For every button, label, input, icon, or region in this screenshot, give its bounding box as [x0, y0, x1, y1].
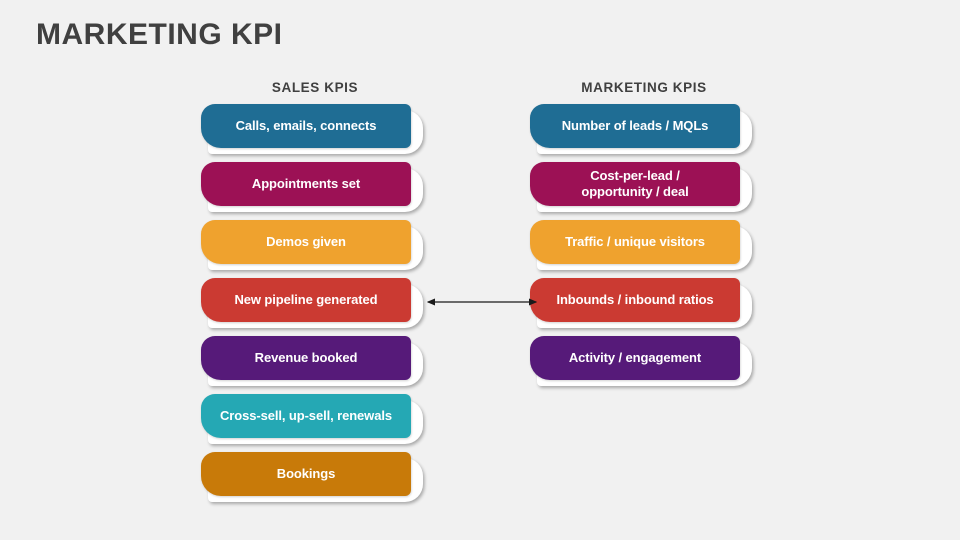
kpi-item[interactable]: Cost-per-lead / opportunity / deal: [530, 162, 752, 212]
kpi-row: Cross-sell, up-sell, renewals: [201, 394, 429, 452]
kpi-item[interactable]: Bookings: [201, 452, 423, 502]
kpi-label: Cost-per-lead / opportunity / deal: [581, 168, 689, 199]
kpi-label: Calls, emails, connects: [235, 118, 377, 133]
kpi-label: Number of leads / MQLs: [561, 118, 709, 133]
kpi-color-band: Revenue booked: [201, 336, 411, 380]
kpi-color-band: Activity / engagement: [530, 336, 740, 380]
kpi-label: Activity / engagement: [568, 350, 702, 365]
kpi-color-band: Cost-per-lead / opportunity / deal: [530, 162, 740, 206]
kpi-color-band: Inbounds / inbound ratios: [530, 278, 740, 322]
kpi-row: Cost-per-lead / opportunity / deal: [530, 162, 758, 220]
kpi-item[interactable]: Cross-sell, up-sell, renewals: [201, 394, 423, 444]
kpi-color-band: Calls, emails, connects: [201, 104, 411, 148]
kpi-row: Activity / engagement: [530, 336, 758, 394]
kpi-color-band: Appointments set: [201, 162, 411, 206]
kpi-item[interactable]: Inbounds / inbound ratios: [530, 278, 752, 328]
kpi-row: Demos given: [201, 220, 429, 278]
column-header-sales: SALES KPIS: [271, 80, 359, 95]
kpi-item[interactable]: Traffic / unique visitors: [530, 220, 752, 270]
column-header-marketing: MARKETING KPIS: [581, 80, 707, 95]
kpi-item[interactable]: Number of leads / MQLs: [530, 104, 752, 154]
kpi-label: Traffic / unique visitors: [565, 234, 705, 249]
kpi-row: Revenue booked: [201, 336, 429, 394]
kpi-row: Calls, emails, connects: [201, 104, 429, 162]
kpi-label: Revenue booked: [254, 350, 358, 365]
kpi-row: Appointments set: [201, 162, 429, 220]
kpi-item[interactable]: Activity / engagement: [530, 336, 752, 386]
kpi-color-band: New pipeline generated: [201, 278, 411, 322]
kpi-row: New pipeline generated: [201, 278, 429, 336]
kpi-color-band: Cross-sell, up-sell, renewals: [201, 394, 411, 438]
kpi-item[interactable]: Demos given: [201, 220, 423, 270]
kpi-label: Appointments set: [251, 176, 361, 191]
kpi-item[interactable]: Revenue booked: [201, 336, 423, 386]
kpi-label: Inbounds / inbound ratios: [556, 292, 714, 307]
kpi-item[interactable]: Calls, emails, connects: [201, 104, 423, 154]
kpi-label: Cross-sell, up-sell, renewals: [220, 408, 392, 423]
kpi-row: Bookings: [201, 452, 429, 510]
kpi-item[interactable]: Appointments set: [201, 162, 423, 212]
kpi-color-band: Number of leads / MQLs: [530, 104, 740, 148]
kpi-label: Demos given: [266, 234, 346, 249]
double-headed-arrow-icon: [426, 298, 538, 306]
kpi-color-band: Demos given: [201, 220, 411, 264]
kpi-item[interactable]: New pipeline generated: [201, 278, 423, 328]
page-title: MARKETING KPI: [36, 18, 283, 51]
kpi-row: Inbounds / inbound ratios: [530, 278, 758, 336]
kpi-label: New pipeline generated: [234, 292, 378, 307]
kpi-row: Traffic / unique visitors: [530, 220, 758, 278]
kpi-color-band: Bookings: [201, 452, 411, 496]
kpi-color-band: Traffic / unique visitors: [530, 220, 740, 264]
kpi-label: Bookings: [276, 466, 336, 481]
kpi-row: Number of leads / MQLs: [530, 104, 758, 162]
